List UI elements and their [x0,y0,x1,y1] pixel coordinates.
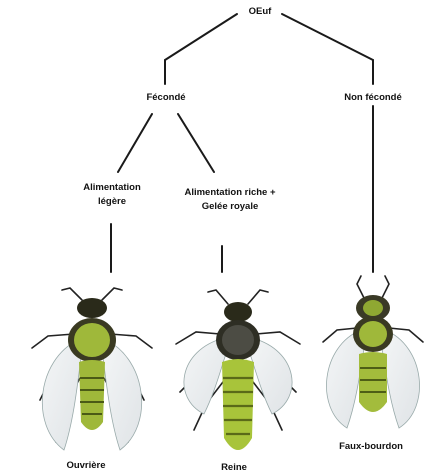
connector-oeuf-feconde [165,14,237,60]
caste-faux-bourdon: Faux-bourdon [339,440,403,454]
drone-bee-illustration [323,276,423,428]
node-feconde: Fécondé [146,91,185,105]
queen-bee-illustration [176,290,300,450]
node-oeuf: OEuf [249,5,272,19]
caste-reine: Reine [221,461,247,475]
node-non-feconde: Non fécondé [344,91,402,105]
tree-connectors [111,14,373,272]
node-alimentation-riche: Alimentation riche + Gelée royale [184,186,275,214]
connector-feconde-legere [118,114,152,172]
node-alimentation-legere-line2: légère [83,195,141,209]
node-alimentation-legere-line1: Alimentation [83,181,141,195]
node-alimentation-legere: Alimentation légère [83,181,141,209]
node-alimentation-riche-line2: Gelée royale [184,200,275,214]
connector-feconde-riche [178,114,214,172]
connector-oeuf-nonfeconde [282,14,373,60]
worker-bee-illustration [32,288,152,450]
node-alimentation-riche-line1: Alimentation riche + [184,186,275,200]
